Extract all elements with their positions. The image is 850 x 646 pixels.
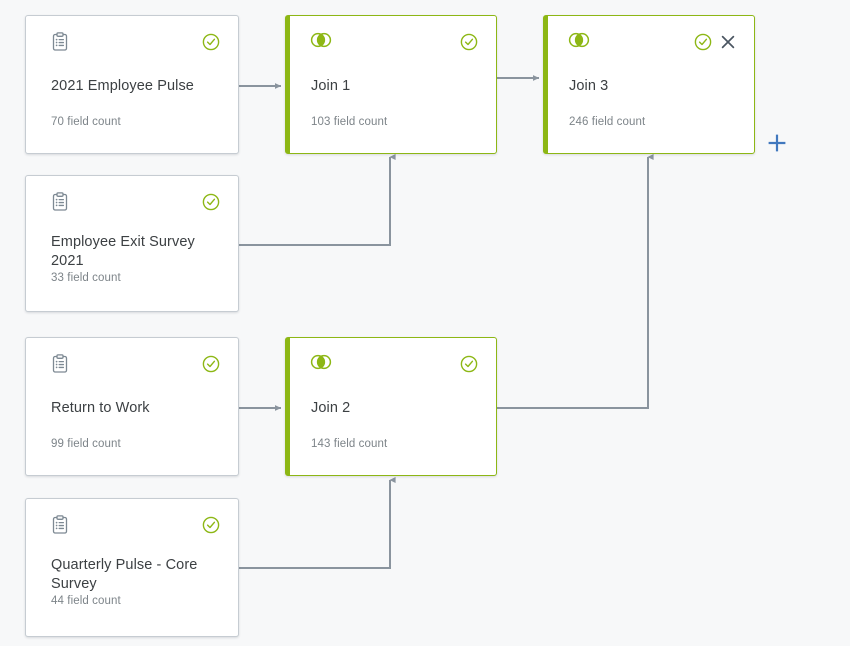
check-circle-icon	[460, 355, 478, 373]
clipboard-icon	[50, 515, 70, 535]
node-title: 2021 Employee Pulse	[51, 78, 194, 94]
node-card-join-2[interactable]: Join 2 143 field count	[285, 337, 497, 476]
node-field-count: 246 field count	[569, 116, 646, 128]
node-title: Join 1	[311, 78, 351, 94]
check-circle-icon	[202, 33, 220, 51]
node-header	[26, 499, 238, 535]
node-header	[26, 176, 238, 212]
clipboard-icon	[50, 354, 70, 374]
node-header-actions	[694, 33, 736, 51]
check-circle-icon	[460, 33, 478, 51]
node-field-count: 103 field count	[311, 116, 388, 128]
node-header-actions	[202, 33, 220, 51]
node-header	[290, 16, 496, 52]
node-header-actions	[460, 33, 478, 51]
close-icon[interactable]	[720, 34, 736, 50]
node-header	[548, 16, 754, 52]
node-header-actions	[202, 355, 220, 373]
node-header-actions	[202, 193, 220, 211]
node-title: Join 3	[569, 78, 609, 94]
connector-exit-to-join1	[239, 153, 396, 246]
node-card-source-quarterly-pulse-core-survey[interactable]: Quarterly Pulse - Core Survey 44 field c…	[25, 498, 239, 637]
venn-join-icon	[568, 32, 590, 52]
node-title: Employee Exit Survey 2021	[51, 234, 195, 269]
add-node-button[interactable]	[765, 131, 789, 155]
node-header-actions	[460, 355, 478, 373]
node-card-source-return-to-work[interactable]: Return to Work 99 field count	[25, 337, 239, 476]
check-circle-icon	[202, 516, 220, 534]
plus-icon	[768, 134, 786, 152]
node-card-join-1[interactable]: Join 1 103 field count	[285, 15, 497, 154]
node-card-source-employee-exit-survey-2021[interactable]: Employee Exit Survey 2021 33 field count	[25, 175, 239, 312]
node-card-source-2021-employee-pulse[interactable]: 2021 Employee Pulse 70 field count	[25, 15, 239, 154]
node-title: Return to Work	[51, 400, 150, 416]
clipboard-icon	[50, 192, 70, 212]
node-card-join-3[interactable]: Join 3 246 field count	[543, 15, 755, 154]
check-circle-icon	[694, 33, 712, 51]
node-title: Quarterly Pulse - Core Survey	[51, 557, 198, 592]
node-field-count: 70 field count	[51, 116, 121, 128]
check-circle-icon	[202, 355, 220, 373]
check-circle-icon	[202, 193, 220, 211]
node-title: Join 2	[311, 400, 351, 416]
node-header-actions	[202, 516, 220, 534]
node-header	[290, 338, 496, 374]
node-header	[26, 16, 238, 52]
connector-join2-to-join3	[497, 153, 654, 409]
venn-join-icon	[310, 354, 332, 374]
node-field-count: 143 field count	[311, 438, 388, 450]
venn-join-icon	[310, 32, 332, 52]
node-field-count: 33 field count	[51, 272, 121, 284]
node-header	[26, 338, 238, 374]
node-field-count: 99 field count	[51, 438, 121, 450]
clipboard-icon	[50, 32, 70, 52]
connector-quarterly-to-join2	[239, 476, 396, 569]
node-field-count: 44 field count	[51, 595, 121, 607]
